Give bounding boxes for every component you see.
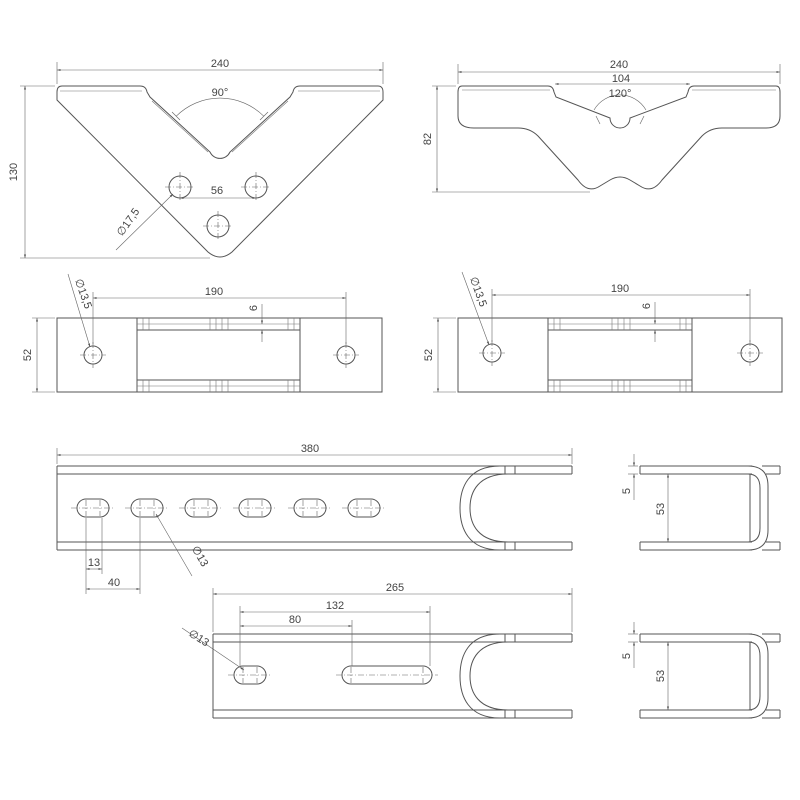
channel-long-slot-width-label: 13 <box>88 557 100 569</box>
channel-short-top-view: 265 132 80 ∅13 <box>181 582 573 719</box>
v-bracket-angle-label: 90° <box>212 87 229 99</box>
w-bracket-width-label: 240 <box>610 59 628 71</box>
w-bracket-notch-width-label: 104 <box>612 73 630 85</box>
v-bracket-height-label: 130 <box>8 163 20 181</box>
plate-right-top-view: 190 6 52 ∅13,5 <box>423 271 783 393</box>
channel-long-bend <box>459 465 501 551</box>
channel-short-side-height-label: 53 <box>655 670 667 682</box>
plate-right-offset-label: 6 <box>641 303 653 309</box>
w-bracket-angle-label: 120° <box>609 88 632 100</box>
channel-long-slots <box>71 498 386 518</box>
v-bracket-hole-diameter-label: ∅17,5 <box>115 206 143 238</box>
channel-long-side-view: 5 53 <box>621 454 781 551</box>
channel-long-length-label: 380 <box>301 443 319 455</box>
plate-right-holes <box>479 340 763 366</box>
channel-short-slot-span-label: 132 <box>326 600 344 612</box>
channel-short-slot-diameter-label: ∅13 <box>186 628 211 650</box>
plate-right-hole-spacing-label: 190 <box>611 283 629 295</box>
plate-right-height-label: 52 <box>423 349 435 361</box>
v-bracket-hole-spacing-label: 56 <box>211 185 223 197</box>
plate-left-holes <box>80 342 359 368</box>
plate-right-outline <box>457 317 783 393</box>
v-bracket-width-label: 240 <box>211 58 229 70</box>
channel-short-side-flange-label: 5 <box>621 653 633 659</box>
channel-short-bend <box>459 633 501 719</box>
channel-short-slot-offset-label: 80 <box>289 614 301 626</box>
channel-short-length-label: 265 <box>386 582 404 594</box>
plate-left-hole-diameter-label: ∅13,5 <box>72 277 94 310</box>
channel-long-side-flange-label: 5 <box>621 488 633 494</box>
v-bracket-outline <box>56 85 384 258</box>
channel-short-slots <box>228 665 438 685</box>
w-bracket-height-label: 82 <box>422 133 434 145</box>
w-bracket-front-view: 240 104 120° 82 <box>422 59 781 193</box>
channel-short-side-view: 5 53 <box>621 622 781 719</box>
plate-left-hole-spacing-label: 190 <box>205 286 223 298</box>
channel-long-top-view: 380 13 40 ∅13 <box>56 443 573 594</box>
plate-left-height-label: 52 <box>22 349 34 361</box>
w-bracket-outline <box>457 85 781 190</box>
channel-long-side-height-label: 53 <box>655 503 667 515</box>
plate-left-top-view: 190 6 52 ∅13,5 <box>22 273 383 393</box>
plate-left-offset-label: 6 <box>248 305 260 311</box>
plate-right-hole-diameter-label: ∅13,5 <box>467 275 489 308</box>
channel-long-slot-pitch-label: 40 <box>108 577 120 589</box>
channel-long-slot-diameter-label: ∅13 <box>189 544 210 569</box>
v-bracket-front-view: 240 90° 56 ∅17,5 130 <box>8 58 384 259</box>
